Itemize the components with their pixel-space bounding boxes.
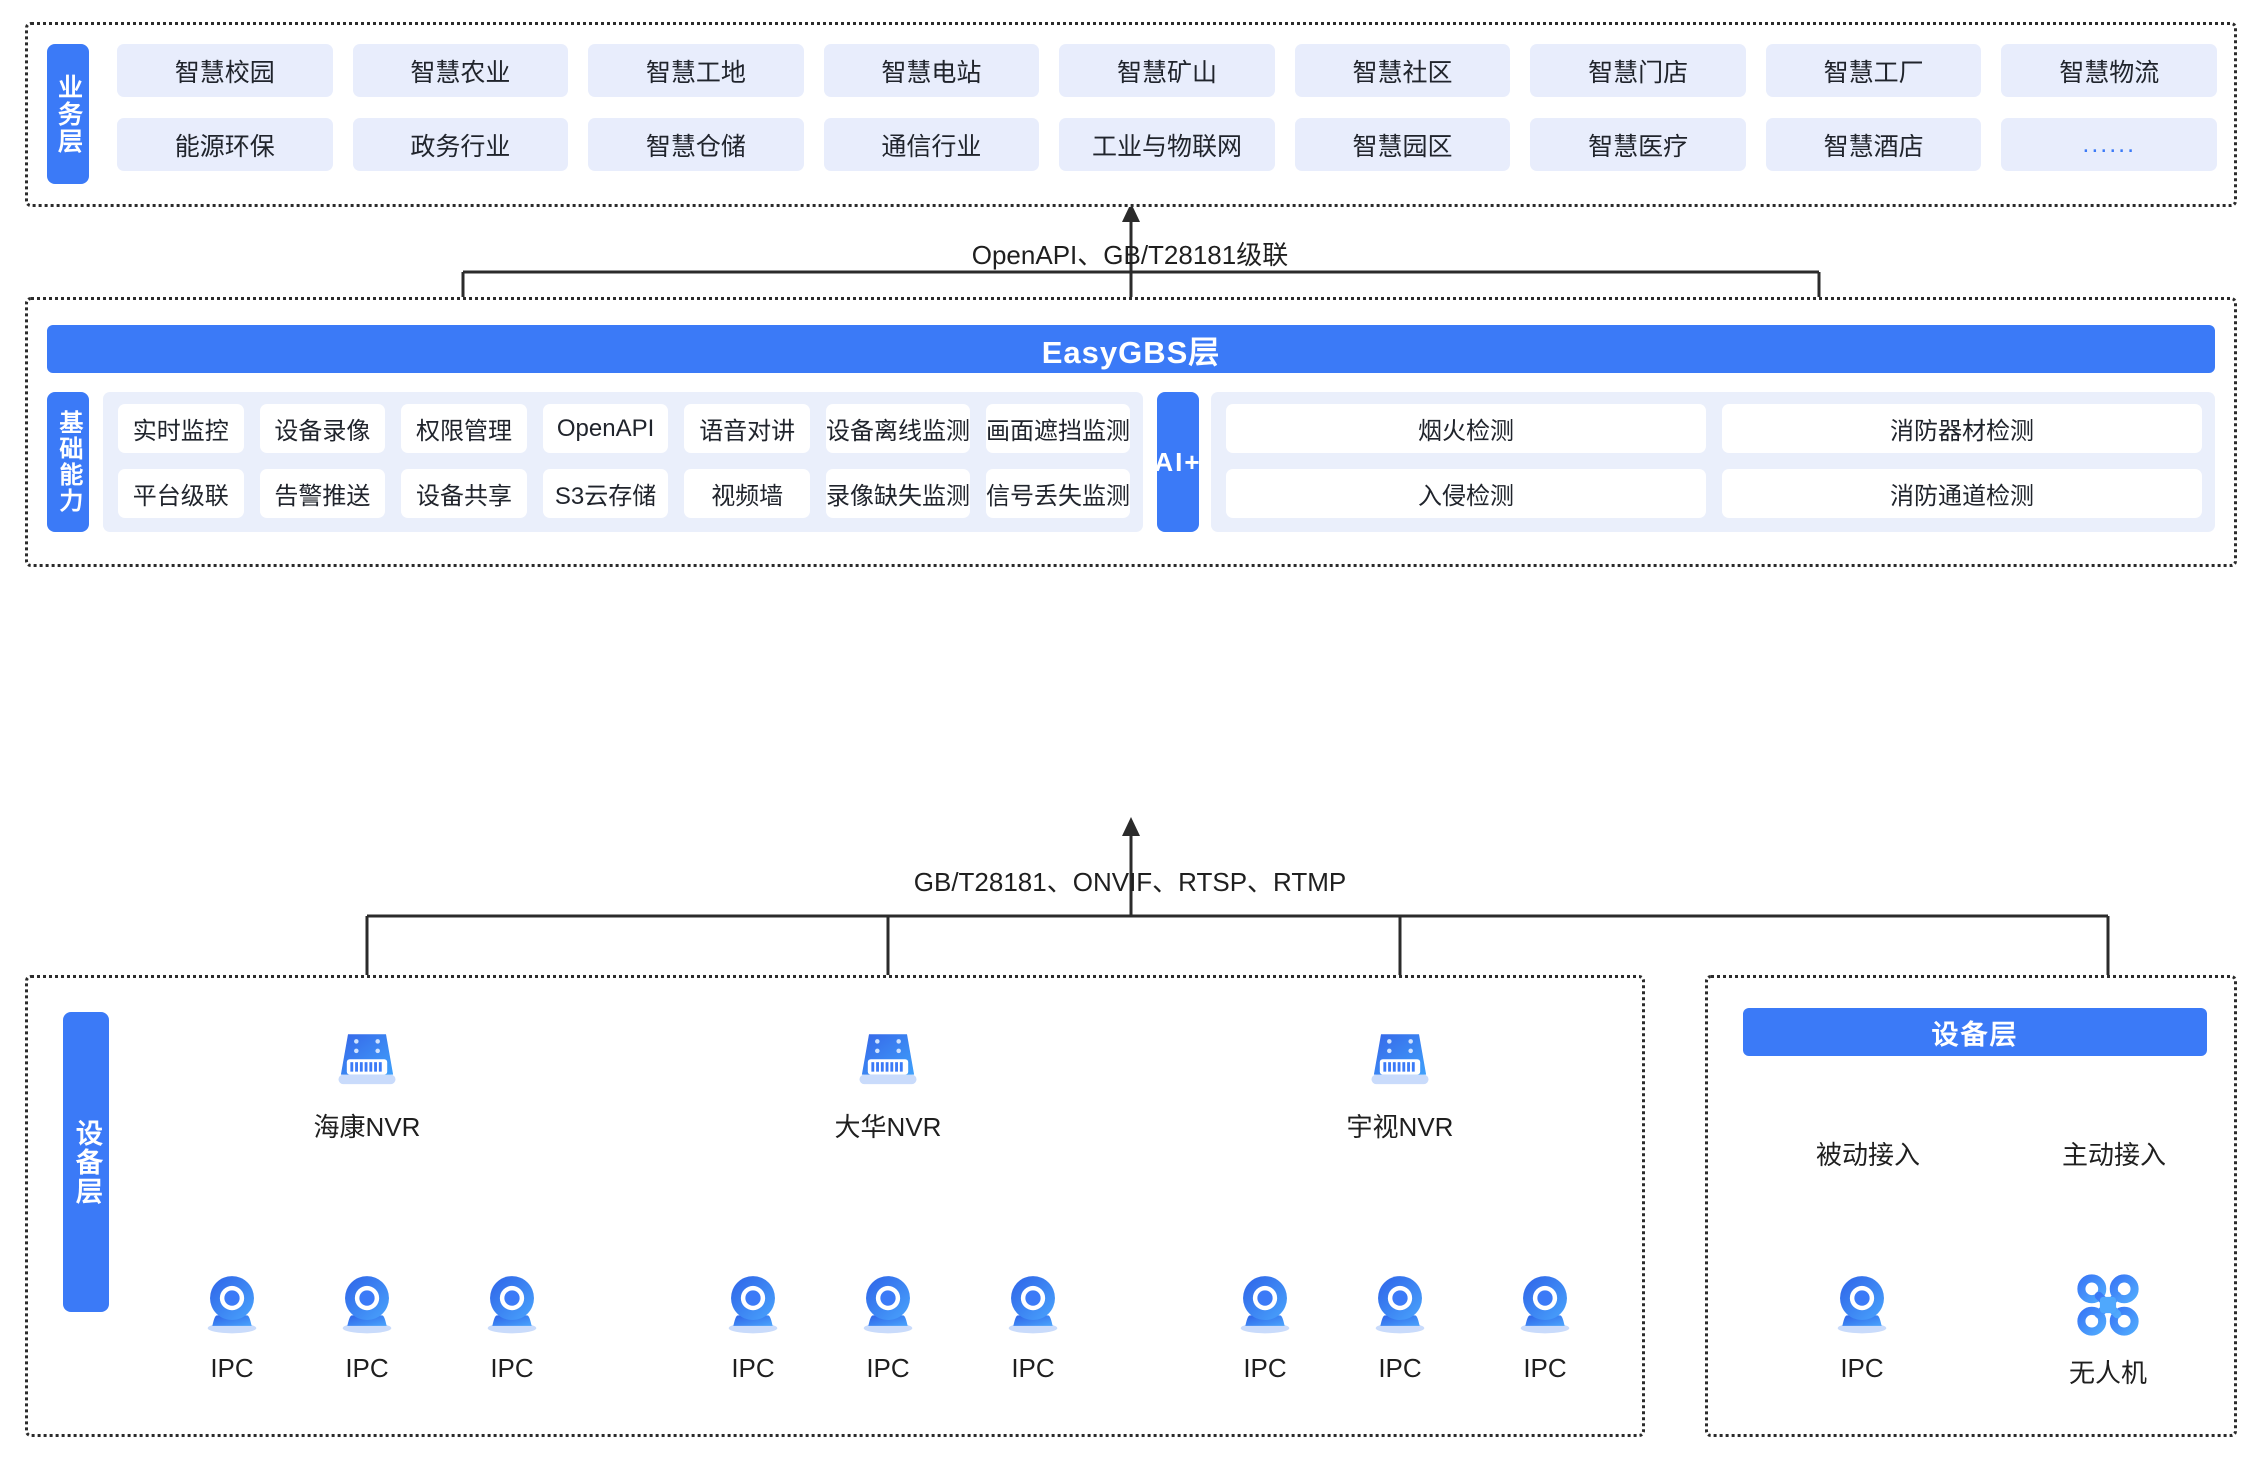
passive-access-label: 被动接入 <box>1772 1135 1964 1172</box>
ipc-camera-icon <box>1825 1268 1899 1347</box>
business-item[interactable]: 智慧门店 <box>1530 44 1746 97</box>
ipc-camera-icon <box>1363 1268 1437 1347</box>
ai-item[interactable]: 入侵检测 <box>1226 469 1706 518</box>
business-item[interactable]: 政务行业 <box>352 118 569 171</box>
ipc-node[interactable]: IPC <box>307 1268 427 1384</box>
ipc-camera-icon <box>1228 1268 1302 1347</box>
drone-label: 无人机 <box>2068 1358 2147 1388</box>
capability-item[interactable]: 视频墙 <box>684 469 810 518</box>
nvr-icon <box>1362 1020 1438 1101</box>
ipc-node-direct[interactable]: IPC <box>1802 1268 1922 1384</box>
capability-item[interactable]: 实时监控 <box>118 404 244 453</box>
openapi-cascade-label: OpenAPI、GB/T28181级联 <box>971 240 1289 270</box>
ipc-camera-icon <box>475 1268 549 1347</box>
capability-item[interactable]: 设备共享 <box>401 469 527 518</box>
ipc-label: IPC <box>345 1353 389 1383</box>
ipc-node[interactable]: IPC <box>1205 1268 1325 1384</box>
ipc-label: IPC <box>1011 1353 1055 1383</box>
basic-capability-items: 实时监控 设备录像 权限管理 OpenAPI 语音对讲 设备离线监测 画面遮挡监… <box>118 404 1130 518</box>
ipc-node[interactable]: IPC <box>1485 1268 1605 1384</box>
capability-item[interactable]: OpenAPI <box>542 404 669 453</box>
business-item[interactable]: 智慧农业 <box>352 44 569 97</box>
nvr-label: 海康NVR <box>313 1112 421 1142</box>
business-item[interactable]: 智慧医疗 <box>1530 118 1746 171</box>
ipc-node[interactable]: IPC <box>452 1268 572 1384</box>
capability-item[interactable]: 设备离线监测 <box>825 404 970 453</box>
business-item[interactable]: 智慧酒店 <box>1765 118 1982 171</box>
protocol-label: GB/T28181、ONVIF、RTSP、RTMP <box>913 867 1347 897</box>
business-item[interactable]: 智慧社区 <box>1294 44 1511 97</box>
business-layer-label: 业务层 <box>47 44 89 184</box>
ipc-label: IPC <box>490 1353 534 1383</box>
business-item[interactable]: 智慧物流 <box>2001 44 2217 97</box>
business-layer-items: 智慧校园 智慧农业 智慧工地 智慧电站 智慧矿山 智慧社区 智慧门店 智慧工厂 … <box>117 44 2217 171</box>
easygbs-layer-title: EasyGBS层 <box>47 325 2215 373</box>
ipc-node[interactable]: IPC <box>172 1268 292 1384</box>
ipc-camera-icon <box>996 1268 1070 1347</box>
ipc-label: IPC <box>210 1353 254 1383</box>
nvr-node[interactable]: 海康NVR <box>297 1020 437 1144</box>
business-item-more[interactable]: ...... <box>2001 118 2217 171</box>
capability-item[interactable]: 录像缺失监测 <box>825 469 970 518</box>
ai-item[interactable]: 消防通道检测 <box>1722 469 2202 518</box>
nvr-label: 宇视NVR <box>1346 1112 1454 1142</box>
device-layer-label: 设备层 <box>63 1012 109 1312</box>
ipc-node[interactable]: IPC <box>1340 1268 1460 1384</box>
business-item[interactable]: 能源环保 <box>117 118 333 171</box>
capability-item[interactable]: 平台级联 <box>118 469 244 518</box>
business-item[interactable]: 智慧工地 <box>588 44 804 97</box>
ipc-label: IPC <box>1378 1353 1422 1383</box>
ipc-label: IPC <box>731 1353 775 1383</box>
nvr-label: 大华NVR <box>834 1112 942 1142</box>
capability-item[interactable]: S3云存储 <box>542 469 669 518</box>
business-item[interactable]: 智慧园区 <box>1294 118 1511 171</box>
capability-item[interactable]: 语音对讲 <box>684 404 810 453</box>
business-item[interactable]: 工业与物联网 <box>1059 118 1275 171</box>
capability-item[interactable]: 告警推送 <box>259 469 386 518</box>
ipc-node[interactable]: IPC <box>828 1268 948 1384</box>
ipc-node[interactable]: IPC <box>973 1268 1093 1384</box>
ipc-camera-icon <box>716 1268 790 1347</box>
business-item[interactable]: 智慧电站 <box>823 44 1040 97</box>
business-item[interactable]: 智慧仓储 <box>588 118 804 171</box>
ipc-node[interactable]: IPC <box>693 1268 813 1384</box>
device-layer-panel <box>25 975 1645 1437</box>
capability-item[interactable]: 设备录像 <box>259 404 386 453</box>
drone-node[interactable]: 无人机 <box>2048 1268 2168 1390</box>
capability-item[interactable]: 权限管理 <box>401 404 527 453</box>
basic-capability-label: 基础能力 <box>47 392 89 532</box>
nvr-node[interactable]: 宇视NVR <box>1330 1020 1470 1144</box>
ipc-camera-icon <box>851 1268 925 1347</box>
capability-item[interactable]: 信号丢失监测 <box>985 469 1130 518</box>
nvr-icon <box>850 1020 926 1101</box>
ipc-camera-icon <box>1508 1268 1582 1347</box>
capability-item[interactable]: 画面遮挡监测 <box>985 404 1130 453</box>
nvr-icon <box>329 1020 405 1101</box>
business-item[interactable]: 智慧校园 <box>117 44 333 97</box>
business-item[interactable]: 通信行业 <box>823 118 1040 171</box>
ai-capability-items: 烟火检测 消防器材检测 入侵检测 消防通道检测 <box>1226 404 2202 518</box>
ipc-camera-icon <box>330 1268 404 1347</box>
ipc-camera-icon <box>195 1268 269 1347</box>
ipc-label: IPC <box>1840 1353 1884 1383</box>
business-item[interactable]: 智慧矿山 <box>1059 44 1275 97</box>
device-layer-direct-title: 设备层 <box>1743 1008 2207 1056</box>
active-access-label: 主动接入 <box>2018 1135 2210 1172</box>
ipc-label: IPC <box>1523 1353 1567 1383</box>
ipc-label: IPC <box>1243 1353 1287 1383</box>
ai-plus-label: AI+ <box>1154 392 1200 532</box>
ai-item[interactable]: 烟火检测 <box>1226 404 1706 453</box>
business-item[interactable]: 智慧工厂 <box>1765 44 1982 97</box>
ipc-label: IPC <box>866 1353 910 1383</box>
nvr-node[interactable]: 大华NVR <box>818 1020 958 1144</box>
drone-icon <box>2071 1268 2145 1347</box>
ai-item[interactable]: 消防器材检测 <box>1722 404 2202 453</box>
